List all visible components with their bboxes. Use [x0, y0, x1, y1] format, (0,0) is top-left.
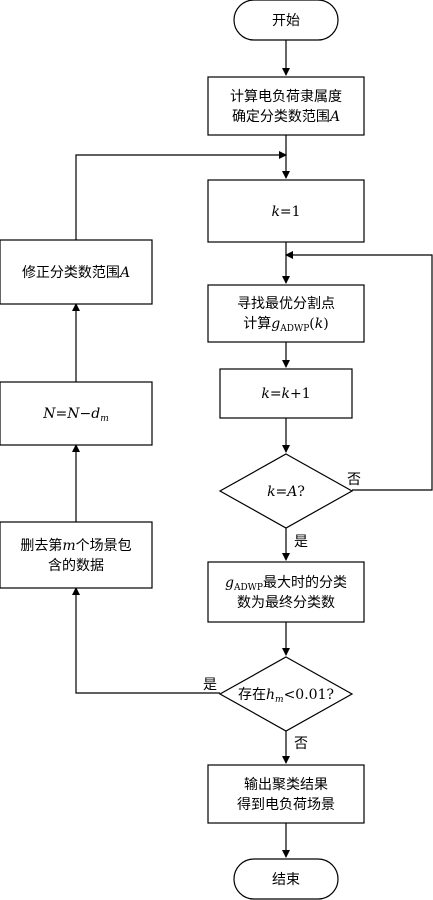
edges: [72, 40, 433, 858]
k-init-box: [207, 179, 365, 243]
output-box: [207, 764, 365, 824]
check-k-yes-label: 是: [294, 534, 308, 550]
calc-membership-box: [207, 76, 365, 136]
edge-revise-to-k-init-merge: [75, 151, 287, 240]
edge-check-h-yes-to-delete: [72, 587, 220, 694]
check-k-label: k=A?: [267, 484, 305, 500]
end-terminal: [233, 858, 339, 900]
edge-labels: 否 是 是 否: [203, 472, 361, 752]
update-n-label: N=N−dm: [42, 406, 108, 424]
check-h-label: 存在hm<0.01?: [238, 687, 334, 705]
update-n-box: [0, 381, 153, 446]
k-init-label: k=1: [271, 204, 300, 220]
k-increment-box: [219, 368, 353, 419]
check-h-diamond: [218, 656, 354, 732]
calc-membership-label: 计算电负荷隶属度确定分类数范围A: [230, 89, 342, 125]
output-label: 输出聚类结果得到电负荷场景: [237, 777, 335, 813]
start-terminal: [233, 0, 339, 41]
node-shapes: [0, 0, 365, 900]
find-split-label: 寻找最优分割点计算gADWP(k): [237, 295, 335, 334]
check-h-no-label: 否: [294, 736, 308, 752]
check-k-no-label: 否: [347, 472, 361, 488]
find-split-box: [207, 284, 365, 343]
max-class-label: gADWP最大时的分类数为最终分类数: [225, 575, 347, 611]
check-k-diamond: [218, 453, 354, 529]
max-class-box: [207, 561, 365, 623]
delete-scene-box: [0, 521, 153, 589]
k-increment-label: k=k+1: [261, 386, 310, 402]
revise-range-box: [0, 239, 153, 305]
revise-range-label: 修正分类数范围A: [22, 264, 130, 281]
node-labels: 开始 计算电负荷隶属度确定分类数范围A k=1 寻找最优分割点计算gADWP(k…: [20, 13, 347, 888]
delete-scene-label: 删去第m个场景包含的数据: [20, 537, 131, 574]
end-label: 结束: [272, 872, 300, 888]
edge-check-k-no-loop: [285, 251, 433, 491]
check-h-yes-label: 是: [203, 677, 217, 693]
start-label: 开始: [272, 13, 300, 29]
